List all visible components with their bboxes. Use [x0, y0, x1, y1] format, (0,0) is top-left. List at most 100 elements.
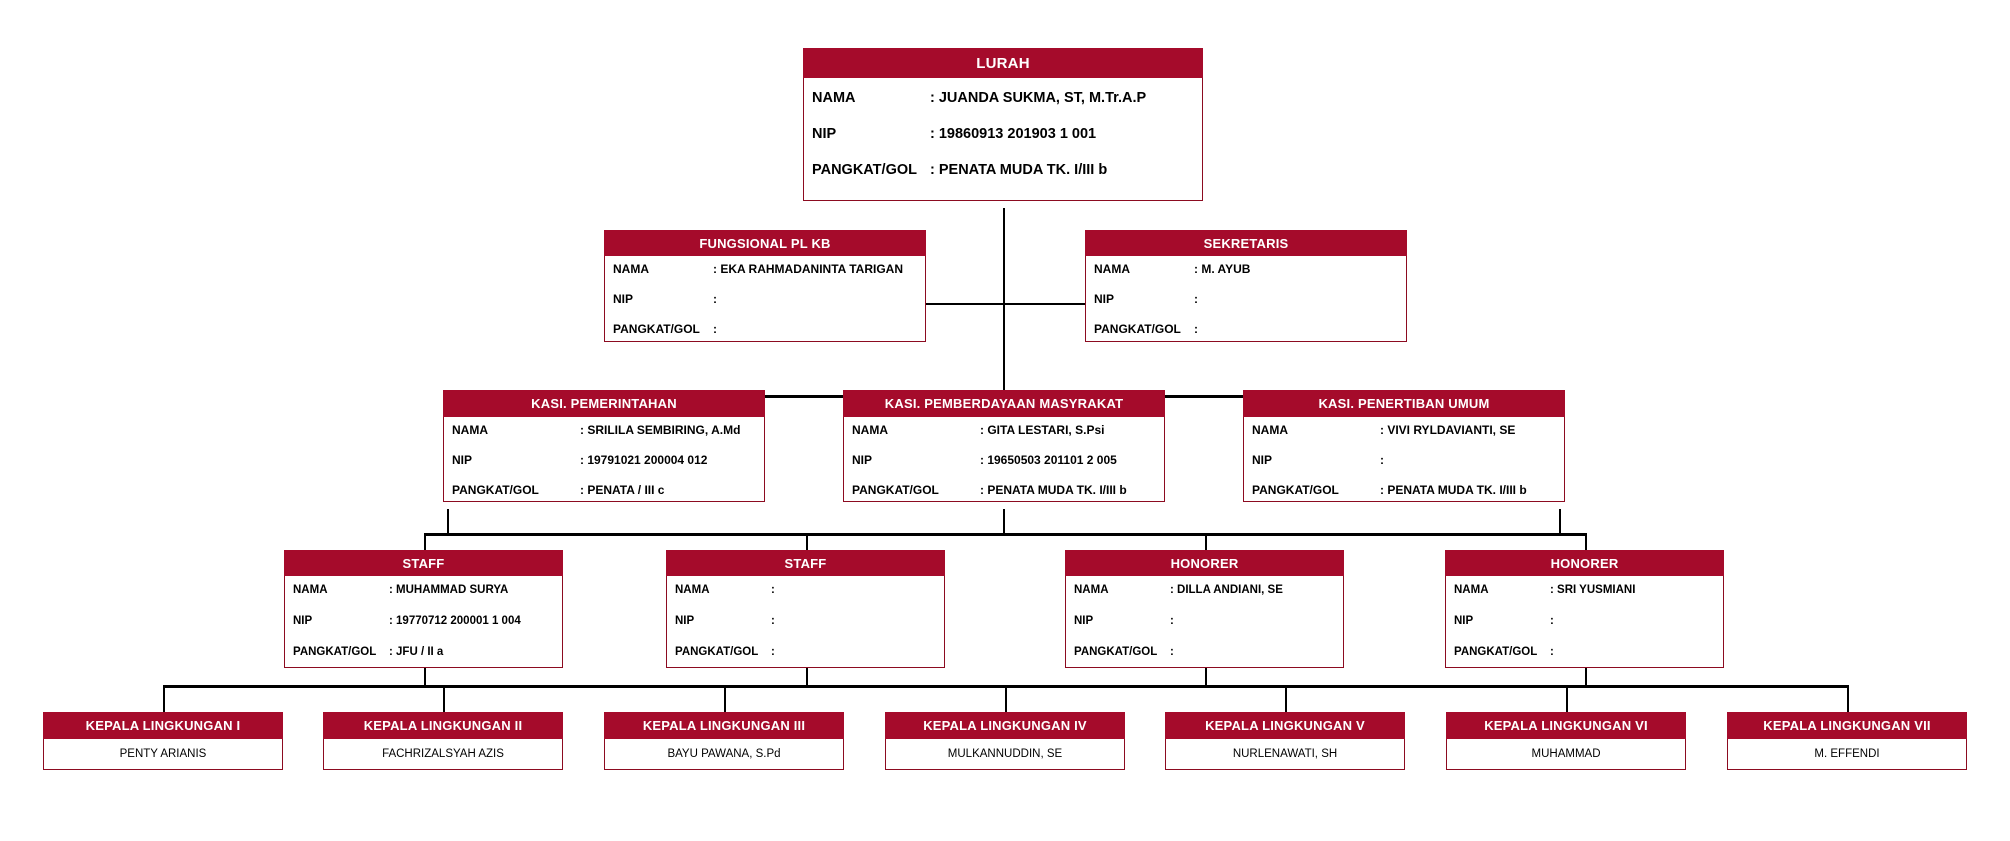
- field-nama: NAMA : GITA LESTARI, S.Psi: [844, 423, 1164, 453]
- field-label-nip: NIP: [852, 453, 873, 467]
- field-label-pangkat: PANGKAT/GOL: [675, 646, 759, 658]
- node-kepala-lingkungan-7[interactable]: KEPALA LINGKUNGAN VII M. EFFENDI: [1727, 712, 1967, 770]
- field-label-nip: NIP: [812, 126, 837, 142]
- field-label-pangkat: PANGKAT/GOL: [1074, 646, 1158, 658]
- field-value-nama: : EKA RAHMADANINTA TARIGAN: [713, 262, 903, 276]
- node-kepala-lingkungan-6-title: KEPALA LINGKUNGAN VI: [1446, 712, 1686, 739]
- field-nip: NIP :: [1066, 615, 1343, 646]
- node-kasi-penertiban-umum[interactable]: KASI. PENERTIBAN UMUM NAMA : VIVI RYLDAV…: [1243, 390, 1565, 502]
- node-staff-2-title: STAFF: [666, 550, 945, 576]
- node-kepala-lingkungan-3[interactable]: KEPALA LINGKUNGAN III BAYU PAWANA, S.Pd: [604, 712, 844, 770]
- field-value-nip: : 19770712 200001 1 004: [389, 615, 521, 627]
- node-kepala-lingkungan-3-title: KEPALA LINGKUNGAN III: [604, 712, 844, 739]
- connector-lingkungan-drop-1: [163, 685, 165, 712]
- field-label-nip: NIP: [452, 453, 473, 467]
- field-value-nama: : GITA LESTARI, S.Psi: [980, 423, 1105, 437]
- node-staff-1-body: NAMA : MUHAMMAD SURYA NIP : 19770712 200…: [284, 576, 563, 668]
- node-sekretaris-body: NAMA : M. AYUB NIP : PANGKAT/GOL :: [1085, 256, 1407, 342]
- node-kepala-lingkungan-3-name: BAYU PAWANA, S.Pd: [604, 739, 844, 770]
- node-kepala-lingkungan-5-name: NURLENAWATI, SH: [1165, 739, 1405, 770]
- field-label-pangkat: PANGKAT/GOL: [852, 483, 939, 497]
- node-fungsional-pl-kb[interactable]: FUNGSIONAL PL KB NAMA : EKA RAHMADANINTA…: [604, 230, 926, 342]
- connector-honorer1-down: [1205, 668, 1207, 685]
- node-kepala-lingkungan-7-title: KEPALA LINGKUNGAN VII: [1727, 712, 1967, 739]
- field-nama: NAMA : SRI YUSMIANI: [1446, 584, 1723, 615]
- connector-kasi3-down: [1559, 509, 1561, 533]
- field-value-nip: : 19791021 200004 012: [580, 453, 708, 467]
- node-kasi-pemberdayaan-masyarakat[interactable]: KASI. PEMBERDAYAAN MASYRAKAT NAMA : GITA…: [843, 390, 1165, 502]
- node-kasi-penertiban-umum-title: KASI. PENERTIBAN UMUM: [1243, 390, 1565, 417]
- field-pangkat: PANGKAT/GOL :: [605, 322, 925, 352]
- connector-lingkungan-drop-2: [443, 685, 445, 712]
- field-value-pangkat: :: [1170, 646, 1174, 658]
- node-honorer-1-title: HONORER: [1065, 550, 1344, 576]
- field-label-nama: NAMA: [1454, 584, 1489, 596]
- node-staff-2[interactable]: STAFF NAMA : NIP : PANGKAT/GOL :: [666, 550, 945, 668]
- node-staff-1-title: STAFF: [284, 550, 563, 576]
- node-kepala-lingkungan-2[interactable]: KEPALA LINGKUNGAN II FACHRIZALSYAH AZIS: [323, 712, 563, 770]
- field-label-nama: NAMA: [293, 584, 328, 596]
- connector-staff-bus: [424, 533, 1585, 536]
- field-nip: NIP :: [1446, 615, 1723, 646]
- node-lurah[interactable]: LURAH NAMA : JUANDA SUKMA, ST, M.Tr.A.P …: [803, 48, 1203, 201]
- field-label-pangkat: PANGKAT/GOL: [613, 322, 700, 336]
- field-value-pangkat: : PENATA / III c: [580, 483, 665, 497]
- connector-staff1-down: [424, 668, 426, 685]
- connector-lingkungan-drop-5: [1285, 685, 1287, 712]
- node-kepala-lingkungan-7-name: M. EFFENDI: [1727, 739, 1967, 770]
- field-nama: NAMA :: [667, 584, 944, 615]
- node-kepala-lingkungan-4[interactable]: KEPALA LINGKUNGAN IV MULKANNUDDIN, SE: [885, 712, 1125, 770]
- field-nama: NAMA : EKA RAHMADANINTA TARIGAN: [605, 262, 925, 292]
- field-pangkat: PANGKAT/GOL :: [667, 646, 944, 677]
- field-nama: NAMA : VIVI RYLDAVIANTI, SE: [1244, 423, 1564, 453]
- field-value-nip: :: [1170, 615, 1174, 627]
- field-value-nama: : MUHAMMAD SURYA: [389, 584, 509, 596]
- field-value-nama: : JUANDA SUKMA, ST, M.Tr.A.P: [930, 90, 1147, 106]
- connector-staff-drop-1: [424, 533, 426, 550]
- field-value-nip: :: [1194, 292, 1198, 306]
- field-value-nama: : SRI YUSMIANI: [1550, 584, 1636, 596]
- field-label-pangkat: PANGKAT/GOL: [452, 483, 539, 497]
- node-kasi-pemerintahan[interactable]: KASI. PEMERINTAHAN NAMA : SRILILA SEMBIR…: [443, 390, 765, 502]
- node-honorer-1[interactable]: HONORER NAMA : DILLA ANDIANI, SE NIP : P…: [1065, 550, 1344, 668]
- node-kepala-lingkungan-2-title: KEPALA LINGKUNGAN II: [323, 712, 563, 739]
- field-label-nama: NAMA: [613, 262, 649, 276]
- node-honorer-1-body: NAMA : DILLA ANDIANI, SE NIP : PANGKAT/G…: [1065, 576, 1344, 668]
- node-kasi-pemberdayaan-masyarakat-body: NAMA : GITA LESTARI, S.Psi NIP : 1965050…: [843, 417, 1165, 502]
- field-nip: NIP :: [605, 292, 925, 322]
- connector-kasi1-down: [447, 509, 449, 533]
- node-staff-2-body: NAMA : NIP : PANGKAT/GOL :: [666, 576, 945, 668]
- connector-level1-crossbar: [925, 303, 1085, 305]
- connector-staff2-down: [806, 668, 808, 685]
- field-label-pangkat: PANGKAT/GOL: [293, 646, 377, 658]
- node-staff-1[interactable]: STAFF NAMA : MUHAMMAD SURYA NIP : 197707…: [284, 550, 563, 668]
- node-lurah-title: LURAH: [803, 48, 1203, 78]
- field-value-nama: : VIVI RYLDAVIANTI, SE: [1380, 423, 1516, 437]
- node-sekretaris[interactable]: SEKRETARIS NAMA : M. AYUB NIP : PANGKAT/…: [1085, 230, 1407, 342]
- field-value-nama: : SRILILA SEMBIRING, A.Md: [580, 423, 741, 437]
- field-label-nip: NIP: [1252, 453, 1273, 467]
- field-label-nama: NAMA: [675, 584, 710, 596]
- node-fungsional-pl-kb-body: NAMA : EKA RAHMADANINTA TARIGAN NIP : PA…: [604, 256, 926, 342]
- field-nip: NIP :: [1244, 453, 1564, 483]
- connector-honorer2-down: [1585, 668, 1587, 685]
- connector-staff-drop-3: [1205, 533, 1207, 550]
- field-value-nip: : 19860913 201903 1 001: [930, 126, 1097, 142]
- node-kepala-lingkungan-5[interactable]: KEPALA LINGKUNGAN V NURLENAWATI, SH: [1165, 712, 1405, 770]
- node-kepala-lingkungan-1[interactable]: KEPALA LINGKUNGAN I PENTY ARIANIS: [43, 712, 283, 770]
- connector-lingkungan-drop-4: [1005, 685, 1007, 712]
- node-honorer-2[interactable]: HONORER NAMA : SRI YUSMIANI NIP : PANGKA…: [1445, 550, 1724, 668]
- connector-kasi2-down: [1003, 509, 1005, 533]
- node-fungsional-pl-kb-title: FUNGSIONAL PL KB: [604, 230, 926, 256]
- field-pangkat: PANGKAT/GOL :: [1066, 646, 1343, 677]
- field-value-nip: :: [1550, 615, 1554, 627]
- field-value-pangkat: :: [1194, 322, 1198, 336]
- field-label-nama: NAMA: [852, 423, 888, 437]
- field-nip: NIP : 19650503 201101 2 005: [844, 453, 1164, 483]
- field-value-pangkat: : PENATA MUDA TK. I/III b: [930, 162, 1108, 178]
- field-pangkat: PANGKAT/GOL : JFU / II a: [285, 646, 562, 677]
- node-honorer-2-body: NAMA : SRI YUSMIANI NIP : PANGKAT/GOL :: [1445, 576, 1724, 668]
- node-kepala-lingkungan-6[interactable]: KEPALA LINGKUNGAN VI MUHAMMAD: [1446, 712, 1686, 770]
- field-label-nama: NAMA: [812, 90, 856, 106]
